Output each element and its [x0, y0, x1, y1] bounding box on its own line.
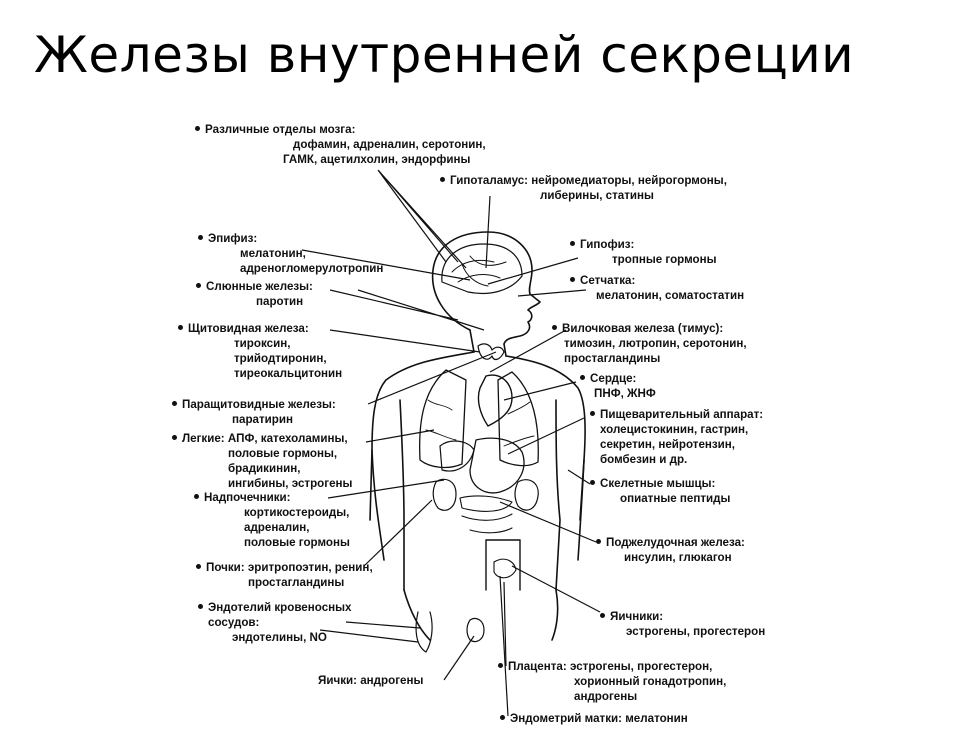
label-muscles: Скелетные мышцы: опиатные пептиды — [590, 476, 730, 506]
leader-thymus — [489, 329, 567, 373]
bullet-icon — [172, 401, 177, 407]
label-pancreas: Поджелудочная железа: инсулин, глюкагон — [596, 535, 745, 565]
bullet-icon — [198, 235, 203, 241]
bullet-icon — [178, 325, 183, 331]
leader-parathyroid — [367, 351, 497, 405]
hips — [403, 589, 559, 641]
bullet-icon — [498, 663, 503, 669]
bullet-icon — [552, 325, 557, 331]
leader-pituitary — [487, 257, 579, 285]
label-salivary: Слюнные железы: паротин — [196, 279, 313, 309]
label-kidneys: Почки: эритропоэтин, ренин, простагланди… — [196, 560, 373, 590]
leader-pancreas — [499, 501, 597, 543]
testes-shape — [466, 617, 485, 643]
leader-kidneys — [363, 499, 433, 567]
leader-digestive — [507, 417, 585, 455]
label-heart: Сердце: ПНФ, ЖНФ — [580, 371, 656, 401]
stomach-shape — [469, 437, 525, 494]
label-testes: Яички: андрогены — [318, 674, 424, 687]
bullet-icon — [198, 604, 203, 610]
leader-placenta — [503, 581, 507, 667]
label-thymus: Вилочковая железа (тимус): тимозин, лютр… — [552, 321, 747, 366]
label-parathyroid: Паращитовидные железы: паратирин — [172, 397, 336, 427]
bullet-icon — [570, 241, 575, 247]
leader-ovaries — [511, 565, 601, 613]
bullet-icon — [500, 715, 505, 721]
bullet-icon — [570, 277, 575, 283]
lungs-shape — [419, 369, 539, 469]
leader-epiphysis — [301, 249, 471, 281]
leader-salivary — [329, 289, 485, 331]
leader-thyroid — [329, 329, 481, 353]
bullet-icon — [590, 411, 595, 417]
bullet-icon — [440, 177, 445, 183]
liver-shape — [439, 440, 475, 472]
label-hypothalamus: Гипоталамус: нейромедиаторы, нейрогормон… — [440, 173, 727, 203]
pelvic-organs — [485, 539, 521, 591]
label-pituitary: Гипофиз: тропные гормоны — [570, 237, 717, 267]
brain-outline — [441, 243, 523, 295]
kidney-left — [432, 478, 457, 511]
head-outline — [431, 231, 541, 345]
hand-left — [415, 611, 433, 653]
bullet-icon — [590, 480, 595, 486]
bullet-icon — [196, 564, 201, 570]
leader-muscles — [567, 469, 591, 485]
kidney-right — [514, 479, 539, 511]
bullet-icon — [596, 539, 601, 545]
label-lungs: Легкие: АПФ, катехоламины, половые гормо… — [172, 431, 352, 491]
label-endometrium: Эндометрий матки: мелатонин — [500, 711, 688, 726]
label-retina: Сетчатка: мелатонин, соматостатин — [570, 273, 744, 303]
label-epiphysis: Эпифиз: мелатонин, адреногломерулотропин — [198, 231, 383, 276]
bullet-icon — [600, 613, 605, 619]
leader-retina — [517, 289, 587, 297]
label-digestive: Пищеварительный аппарат: холецистокинин,… — [590, 407, 763, 467]
pancreas-shape — [459, 495, 513, 512]
heart-shape — [477, 374, 513, 427]
intestines — [461, 513, 513, 534]
bullet-icon — [194, 494, 199, 500]
slide-title: Железы внутренней секреции — [34, 26, 855, 84]
leader-lungs — [365, 429, 435, 443]
leader-endometrium — [499, 575, 509, 717]
label-thyroid: Щитовидная железа: тироксин, трийодтирон… — [178, 321, 342, 381]
bullet-icon — [580, 375, 585, 381]
leader-endothelium — [319, 621, 421, 643]
leader-brain — [377, 169, 467, 269]
label-adrenal: Надпочечники: кортикостероиды, адреналин… — [194, 490, 350, 550]
label-brain: Различные отделы мозга: дофамин, адренал… — [195, 122, 486, 167]
label-ovaries: Яичники: эстрогены, прогестерон — [600, 609, 765, 639]
torso-outline — [369, 351, 586, 521]
leader-adrenal — [327, 479, 445, 499]
leader-heart — [503, 381, 577, 401]
bullet-icon — [196, 283, 201, 289]
bullet-icon — [172, 435, 177, 441]
label-endothelium: Эндотелий кровеносных сосудов: эндотелин… — [198, 600, 352, 645]
bullet-icon — [195, 126, 200, 132]
leader-hypothalamus — [485, 195, 491, 269]
thyroid-shape — [477, 343, 505, 361]
label-placenta: Плацента: эстрогены, прогестерон, хорион… — [498, 659, 726, 704]
leader-testes — [443, 635, 475, 681]
neck-outline — [469, 329, 507, 357]
